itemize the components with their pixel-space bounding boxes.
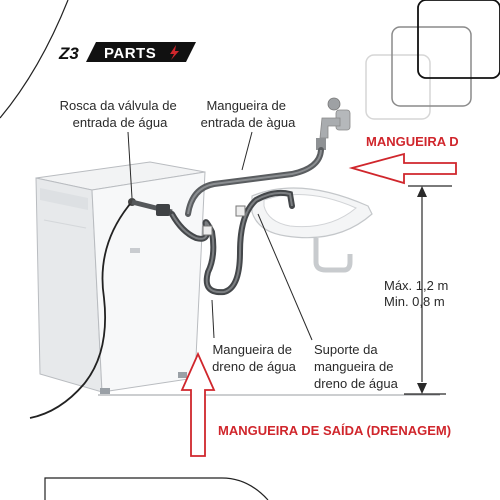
label-inlet-hose: Mangueira de entrada de àgua xyxy=(201,98,296,130)
leader-lines xyxy=(127,131,313,341)
z3-parts-logo: Z3 PARTS xyxy=(58,42,196,63)
inlet-valve xyxy=(128,198,173,216)
faucet xyxy=(316,97,351,150)
hose-support-clip xyxy=(235,205,246,217)
inlet-red-arrow xyxy=(348,152,457,185)
label-height-min: Min. 0,8 m xyxy=(384,294,445,309)
logo-word: PARTS xyxy=(104,45,156,62)
logo-mark: Z3 xyxy=(58,44,79,63)
label-valve-thread: Rosca da válvula de entrada de água xyxy=(60,98,181,130)
drain-red-arrow xyxy=(180,351,216,457)
corner-arc-bottom xyxy=(44,477,269,500)
red-label-outlet-hose: MANGUEIRA DE SAÍDA (DRENAGEM) xyxy=(218,423,451,438)
power-cord xyxy=(29,203,131,419)
label-hose-support: Suporte da mangueira de dreno de água xyxy=(314,342,399,391)
bolt-icon xyxy=(170,45,179,60)
dimension-arrow-down xyxy=(417,383,427,394)
dimension-arrow-up xyxy=(417,186,427,197)
decorative-squares xyxy=(365,0,500,120)
sink xyxy=(251,187,373,273)
height-dimension xyxy=(404,185,452,395)
label-height-max: Máx. 1,2 m xyxy=(384,278,448,293)
corner-arc-top-left xyxy=(0,0,69,119)
washing-machine xyxy=(35,161,206,394)
label-drain-hose: Mangueira de dreno de água xyxy=(212,342,297,374)
red-label-inlet-hose: MANGUEIRA DE ENTRADA xyxy=(366,134,500,149)
